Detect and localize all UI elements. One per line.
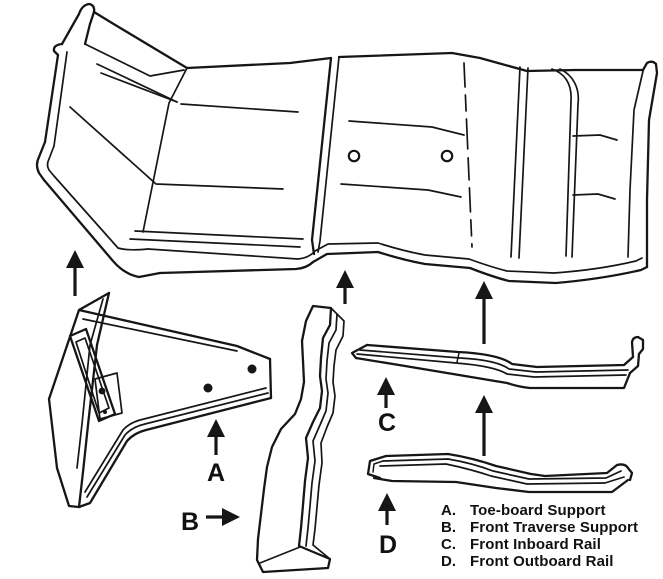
legend-label: Front Traverse Support [470, 519, 639, 536]
legend-key: C. [441, 536, 456, 553]
legend-item-c: C. Front Inboard Rail [441, 536, 661, 553]
legend-item-a: A. Toe-board Support [441, 502, 661, 519]
assembly-arrow-right-long [475, 281, 493, 344]
assembly-arrow-left [66, 250, 84, 296]
legend-label: Front Outboard Rail [470, 553, 614, 570]
floor-pan-hole [440, 149, 454, 163]
legend-item-d: D. Front Outboard Rail [441, 553, 661, 570]
legend: A. Toe-board Support B. Front Traverse S… [441, 502, 661, 570]
front-traverse-support-drawing [255, 304, 345, 574]
callout-letter-d: D [379, 531, 397, 559]
callout-letter-c: C [378, 409, 396, 437]
floor-pan-drawing [35, 2, 659, 285]
callout-letter-b: B [181, 508, 199, 536]
legend-key: B. [441, 519, 456, 536]
legend-label: Front Inboard Rail [470, 536, 601, 553]
toe-board-support-drawing [47, 291, 273, 509]
callout-letter-a: A [207, 459, 225, 487]
legend-key: A. [441, 502, 456, 519]
front-outboard-rail-drawing [366, 452, 634, 494]
callout-a: A [207, 419, 225, 487]
assembly-arrow-middle [336, 270, 354, 304]
front-inboard-rail-drawing [350, 335, 645, 390]
legend-key: D. [441, 553, 456, 570]
floor-pan-hole [347, 149, 361, 163]
callout-c: C [377, 377, 396, 437]
legend-item-b: B. Front Traverse Support [441, 519, 661, 536]
legend-label: Toe-board Support [470, 502, 606, 519]
callout-d: D [378, 493, 397, 559]
assembly-arrow-rail-mid [475, 395, 493, 456]
callout-b: B [181, 508, 240, 536]
